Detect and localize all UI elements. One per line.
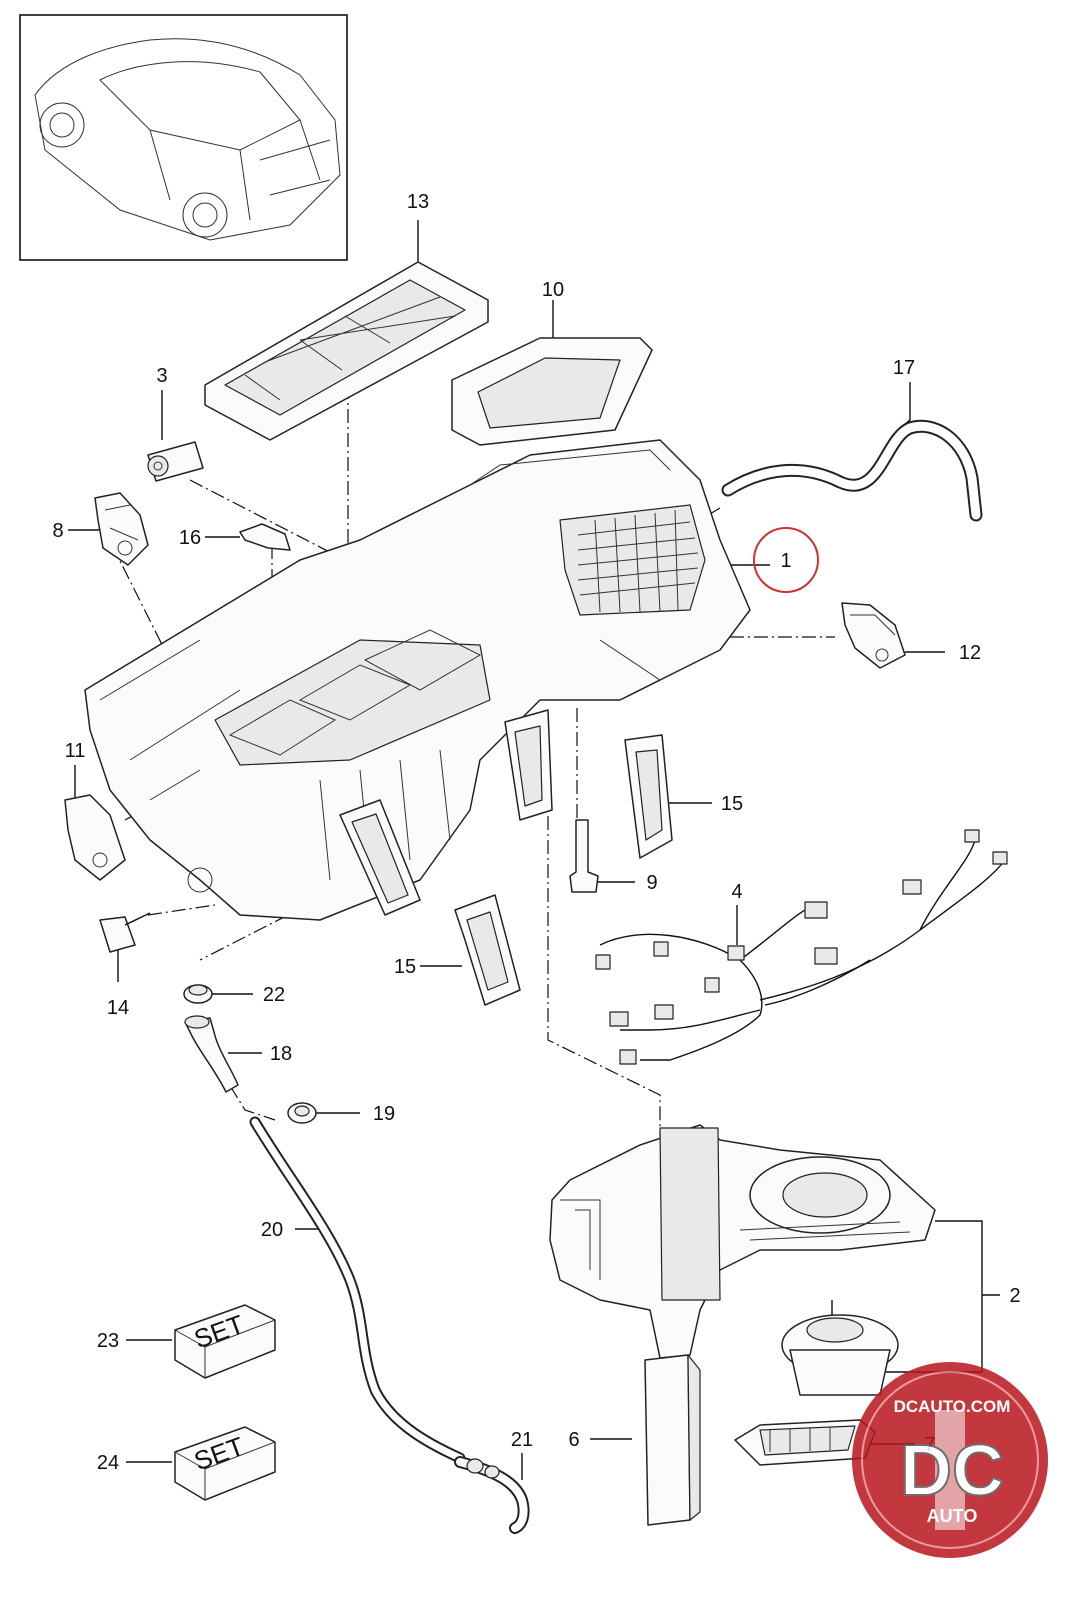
callout-6[interactable]: 6 [568,1429,579,1451]
part-7-controller[interactable] [734,1419,876,1466]
callout-3[interactable]: 3 [156,365,167,387]
callout-12[interactable]: 12 [959,642,981,664]
callout-8[interactable]: 8 [52,520,63,542]
part-3-valve[interactable] [147,441,204,482]
callout-18[interactable]: 18 [270,1043,292,1065]
part-22-clamp[interactable] [183,984,213,1004]
vehicle-thumbnail [19,14,348,261]
callout-15-upper[interactable]: 15 [721,793,743,815]
part-21-drain-end[interactable] [454,1456,530,1534]
part-15-seal-lower[interactable] [454,894,521,1006]
callout-22[interactable]: 22 [263,984,285,1006]
watermark-logo: DC [900,1431,1004,1511]
part-15-seal-upper[interactable] [624,734,673,859]
part-18-elbow[interactable] [184,1015,239,1093]
dcauto-watermark: DCAUTO.COM DC AUTO [852,1362,1048,1558]
callout-16[interactable]: 16 [179,527,201,549]
callout-13[interactable]: 13 [407,191,429,213]
callout-19[interactable]: 19 [373,1103,395,1125]
housing-seal-b [339,799,421,916]
watermark-sub: AUTO [927,1506,978,1526]
part-6-filter[interactable] [644,1354,701,1526]
callout-4[interactable]: 4 [731,881,742,903]
part-10-gasket[interactable] [451,337,653,446]
callout-1[interactable]: 1 [780,550,791,572]
watermark-site: DCAUTO.COM [894,1397,1011,1416]
callout-15-lower[interactable]: 15 [394,956,416,978]
part-1-hvac-housing[interactable] [84,439,751,921]
blower-motor[interactable] [781,1300,899,1396]
part-11-actuator[interactable] [64,794,126,881]
part-23-set-box[interactable]: SET [174,1304,276,1379]
callout-2[interactable]: 2 [1009,1285,1020,1307]
callout-10[interactable]: 10 [542,279,564,301]
hex-grid [577,509,699,613]
part-20-drain-hose[interactable] [249,1116,466,1464]
part-8-actuator[interactable] [94,492,149,566]
part-17-hose[interactable] [721,419,983,522]
callout-23[interactable]: 23 [97,1330,119,1352]
housing-seal-a [504,709,553,821]
callout-14[interactable]: 14 [107,997,129,1019]
highlight-ring [753,527,819,593]
callout-9[interactable]: 9 [646,872,657,894]
callout-24[interactable]: 24 [97,1452,119,1474]
part-9-sensor[interactable] [569,819,599,893]
part-2-blower-housing[interactable] [549,1124,936,1359]
part-19-grommet[interactable] [287,1102,317,1124]
part-4-wiring-harness[interactable] [595,829,1008,1065]
part-13-filter-frame[interactable] [204,261,489,441]
part-16-clip[interactable] [239,523,291,551]
callout-labels: 13 10 3 17 8 16 1 12 11 15 9 4 15 22 14 … [52,191,1020,1474]
part-24-set-box[interactable]: SET [174,1426,276,1501]
callout-21[interactable]: 21 [511,1429,533,1451]
callout-20[interactable]: 20 [261,1219,283,1241]
part-12-actuator[interactable] [841,602,906,669]
callout-11[interactable]: 11 [65,740,86,762]
part-14-sensor[interactable] [99,912,151,953]
callout-17[interactable]: 17 [893,357,915,379]
